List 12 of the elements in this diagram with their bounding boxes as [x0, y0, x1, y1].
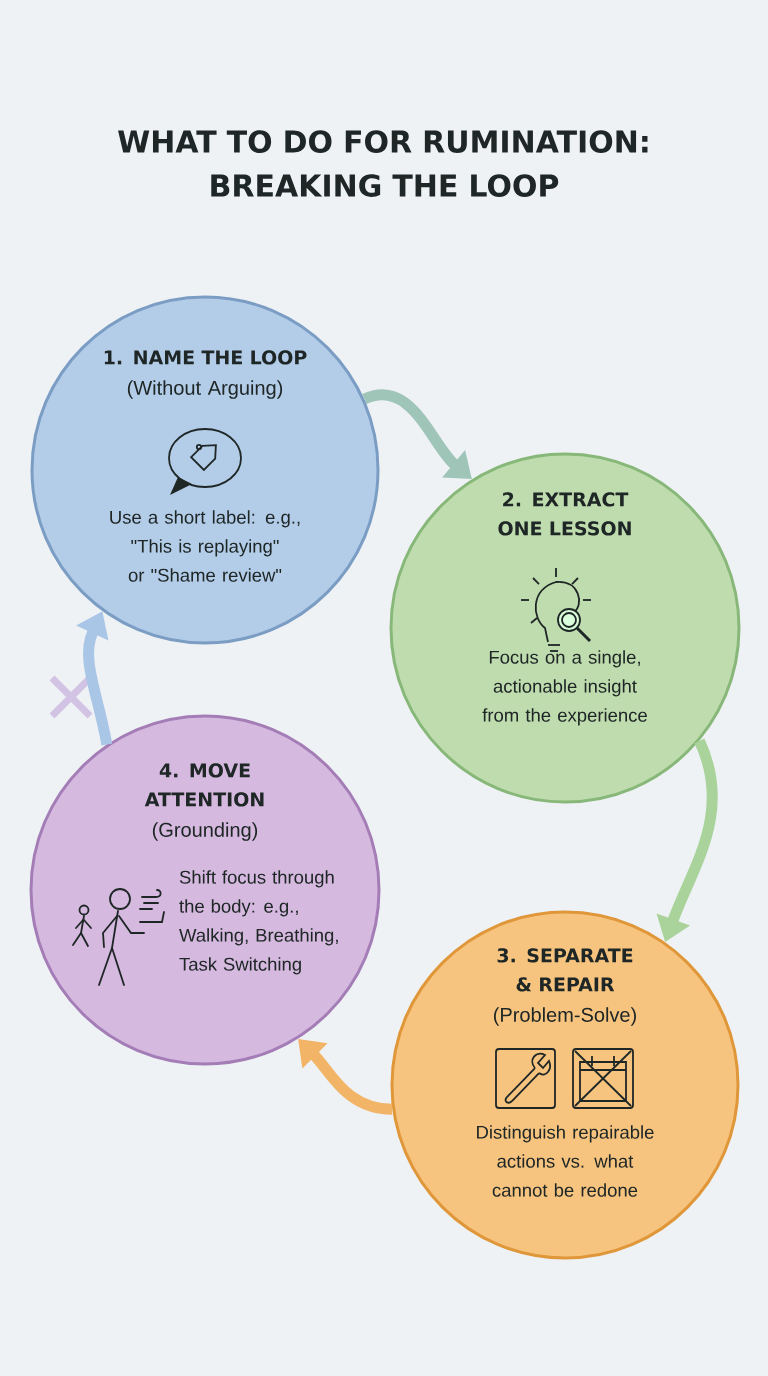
step-heading: 1. NAME THE LOOP [104, 350, 307, 365]
step-heading: 3. SEPARATE & REPAIR [497, 948, 633, 992]
step-heading: 4. MOVE ATTENTION [144, 763, 264, 807]
step-subtitle: (Problem-Solve) [494, 1007, 636, 1026]
step-heading: 2. EXTRACT ONE LESSON [498, 492, 631, 536]
step-description: Use a short label: e.g., "This is replaying" or "Shame review" [110, 510, 300, 582]
step-description: Distinguish repairable actions vs. what cannot be redone [477, 1125, 654, 1197]
step-description: Focus on a single, actionable insight from the experience [482, 650, 647, 726]
step-subtitle: (Grounding) [152, 822, 258, 841]
step-description: Shift focus through the body: e.g., Walking, Breathing, Task Switching [179, 870, 338, 975]
step-subtitle: (Without Arguing) [127, 380, 283, 399]
title: WHAT TO DO FOR RUMINATION: BREAKING THE LOOP [118, 130, 648, 197]
